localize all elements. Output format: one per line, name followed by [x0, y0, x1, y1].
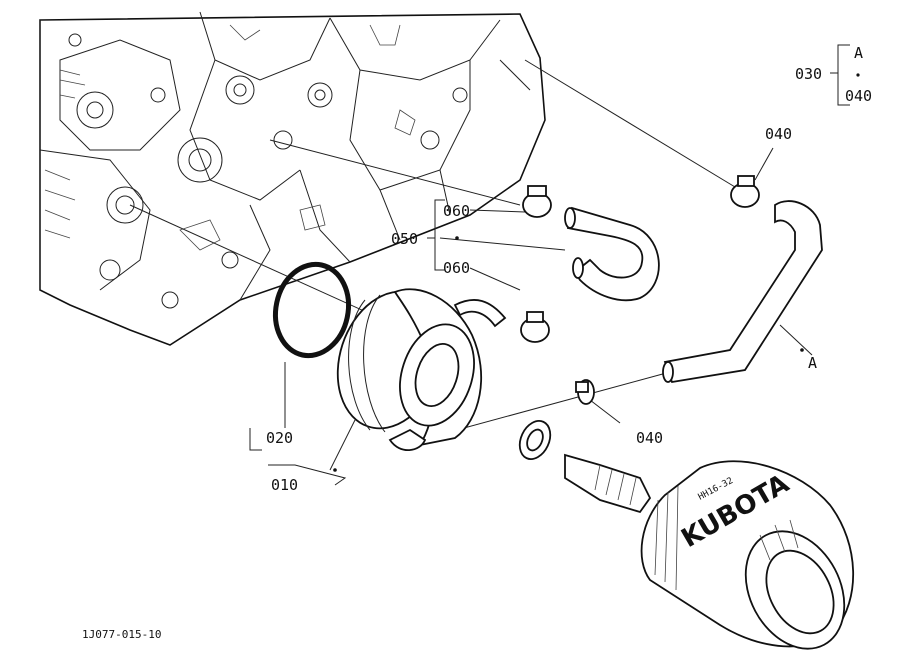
- leader-lines: [129, 44, 850, 486]
- washer-and-fitting: [518, 420, 652, 514]
- oil-cooler: [336, 288, 507, 452]
- oil-filter: KUBOTA HH16-32: [640, 460, 855, 650]
- callout-050: 050: [391, 230, 418, 248]
- callout-A: A: [808, 354, 817, 372]
- callout-labels: 060 050 060 040 A 040 020 010 030 A 040 …: [82, 44, 872, 641]
- callout-040-top: 040: [765, 125, 792, 143]
- figure-code: 1J077-015-10: [82, 628, 161, 641]
- callout-060-bottom: 060: [443, 259, 470, 277]
- clamps: [520, 175, 760, 405]
- callout-010: 010: [271, 476, 298, 494]
- hose-050: [564, 206, 660, 302]
- callout-060-top: 060: [443, 202, 470, 220]
- legend-top: A: [854, 44, 863, 62]
- engine-block: [39, 11, 546, 346]
- legend-dot: [856, 73, 860, 77]
- callout-020: 020: [266, 429, 293, 447]
- hose-A: [662, 200, 823, 384]
- legend-bottom: 040: [845, 87, 872, 105]
- callout-040-bottom: 040: [636, 429, 663, 447]
- legend-ref: 030: [795, 65, 822, 83]
- o-ring: [273, 261, 351, 359]
